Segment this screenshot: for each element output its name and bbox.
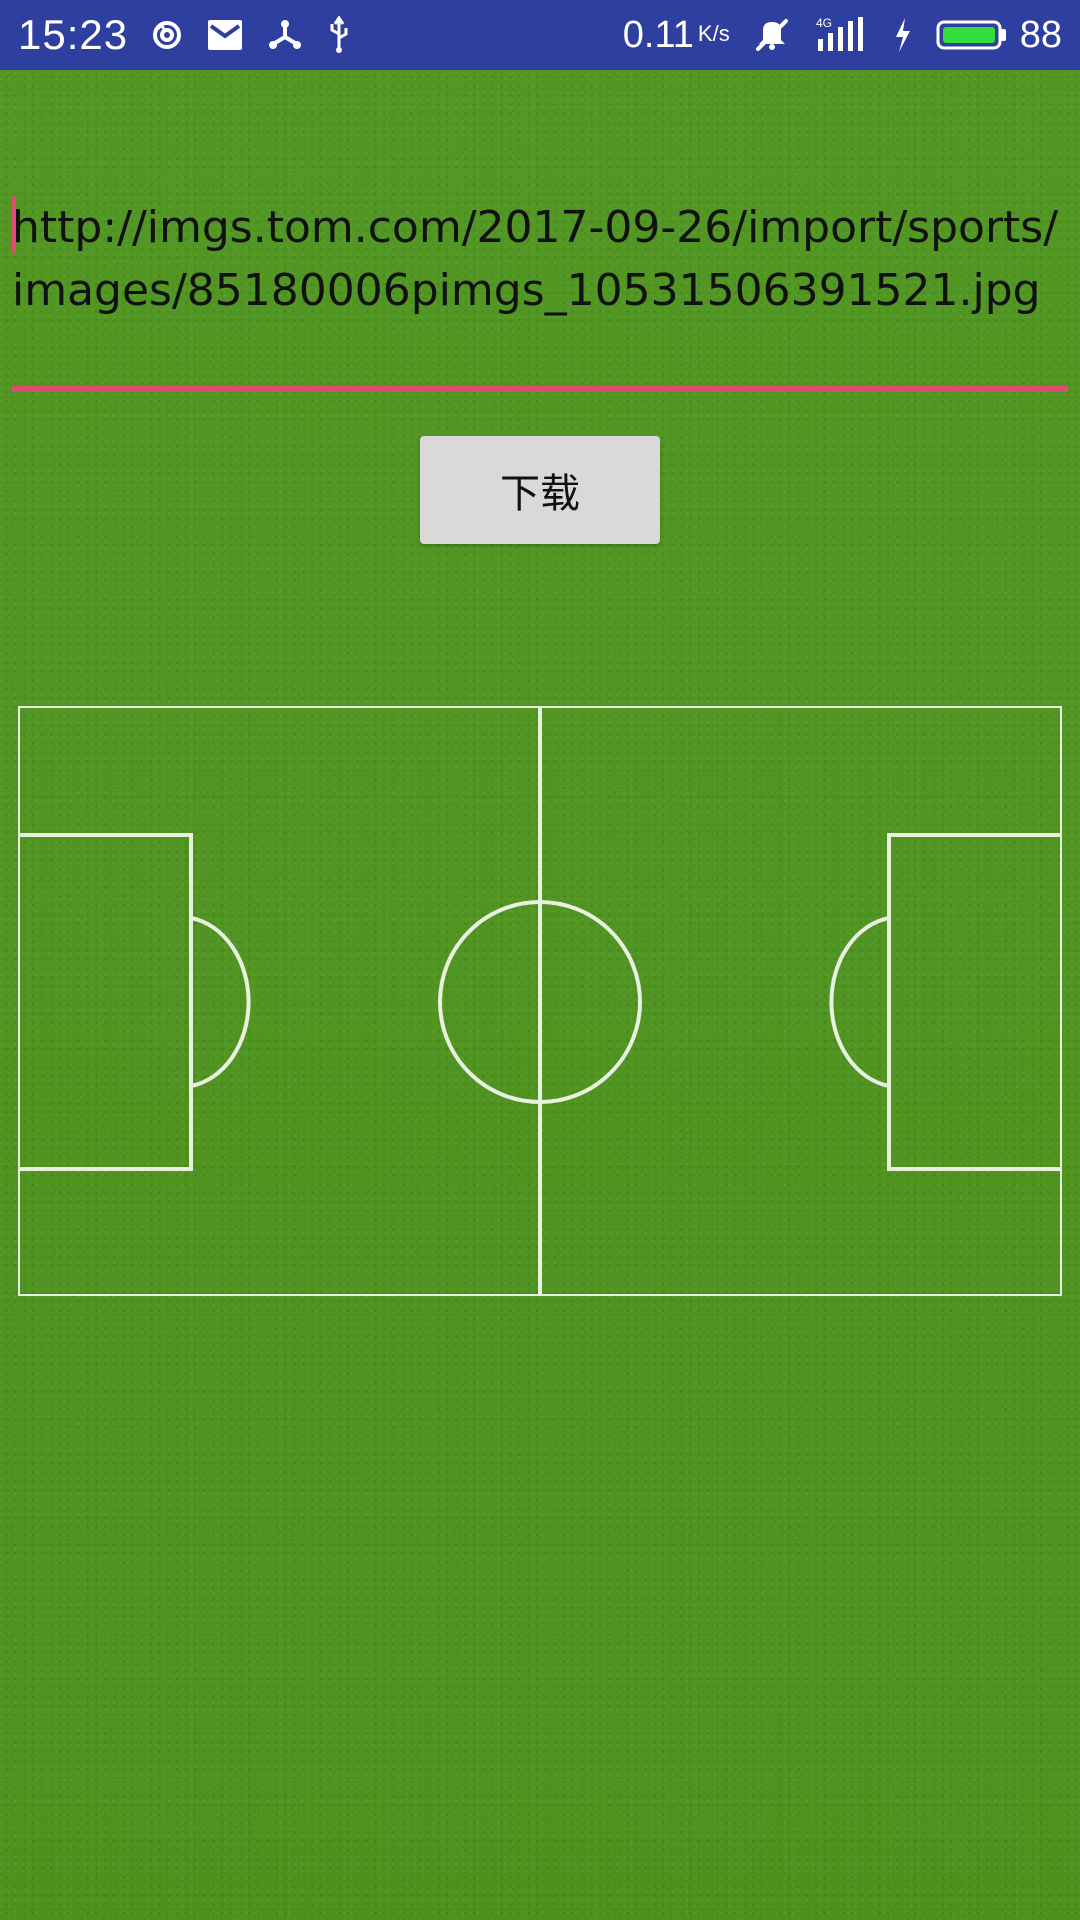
left-penalty-box bbox=[18, 833, 193, 1171]
network-type-label: 4G bbox=[816, 16, 832, 30]
text-cursor bbox=[12, 196, 16, 254]
network-speed-value: 0.11 bbox=[622, 13, 694, 56]
usb-icon bbox=[326, 16, 352, 54]
right-penalty-arc bbox=[829, 916, 890, 1088]
network-speed-unit: K/s bbox=[697, 20, 730, 46]
status-right: 0.11 K/s 4G bbox=[623, 0, 1062, 70]
charging-icon bbox=[892, 16, 914, 54]
soccer-field bbox=[18, 706, 1062, 1296]
mute-icon bbox=[752, 16, 792, 54]
center-circle bbox=[438, 900, 642, 1104]
battery-icon bbox=[936, 18, 1008, 52]
share-icon bbox=[266, 18, 304, 52]
status-time: 15:23 bbox=[18, 11, 129, 58]
right-penalty-box bbox=[887, 833, 1062, 1171]
battery-status: 88 bbox=[936, 14, 1062, 57]
download-button[interactable]: 下载 bbox=[420, 436, 660, 544]
url-input[interactable]: http://imgs.tom.com/2017-09-26/import/sp… bbox=[12, 196, 1068, 392]
status-left: 15:23 bbox=[18, 0, 352, 70]
sync-icon bbox=[150, 18, 184, 52]
status-bar: 15:23 bbox=[0, 0, 1080, 70]
left-penalty-arc bbox=[190, 916, 251, 1088]
mail-icon bbox=[206, 18, 244, 52]
battery-percent: 88 bbox=[1019, 13, 1062, 56]
signal-icon: 4G bbox=[814, 15, 870, 55]
network-speed: 0.11 K/s bbox=[623, 14, 730, 57]
